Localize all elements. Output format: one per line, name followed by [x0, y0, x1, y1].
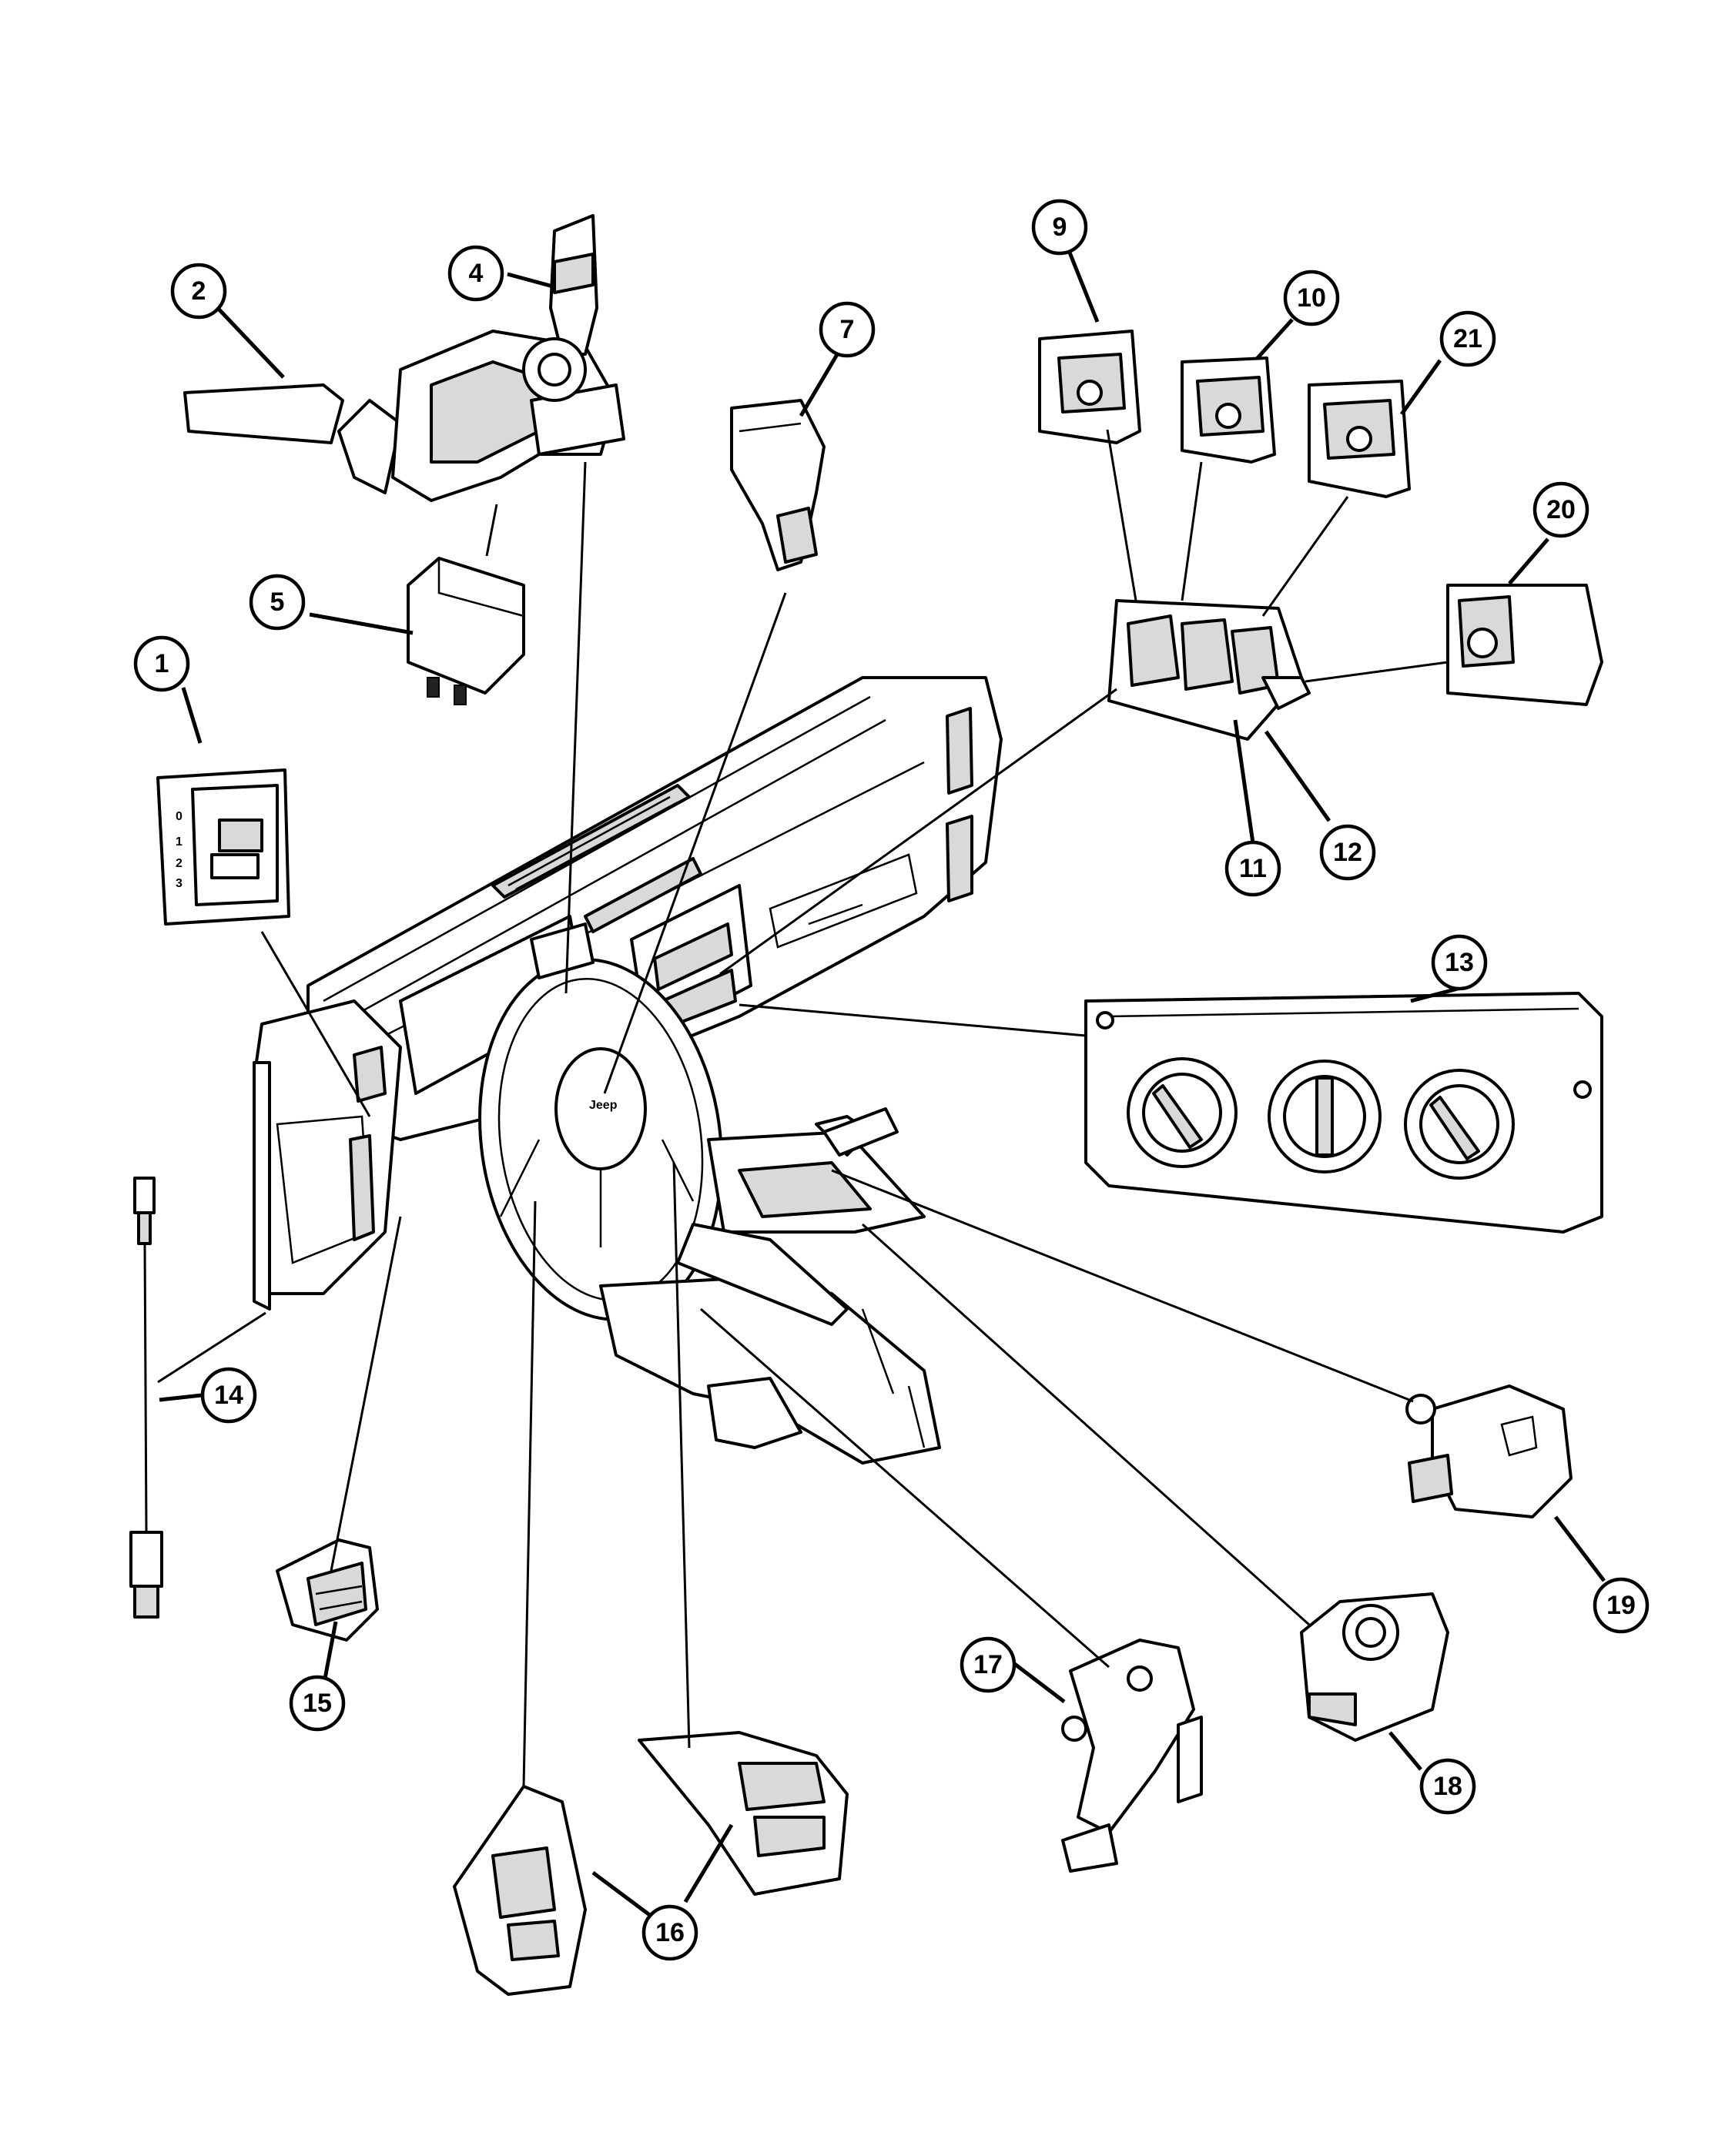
svg-text:4: 4 — [469, 259, 484, 288]
steering-wheel: Jeep — [478, 922, 723, 1321]
svg-text:10: 10 — [1297, 283, 1326, 313]
steering-logo: Jeep — [589, 1099, 618, 1112]
svg-text:20: 20 — [1546, 495, 1576, 524]
svg-text:18: 18 — [1433, 1772, 1462, 1801]
part-switch-9 — [1038, 330, 1141, 444]
callout-1: 1 — [133, 635, 190, 692]
part-steering-switch-right — [638, 1731, 849, 1896]
part-sensor-7 — [730, 399, 826, 571]
callout-16: 16 — [641, 1904, 698, 1961]
part-switch-21 — [1308, 380, 1411, 498]
callout-18: 18 — [1419, 1758, 1476, 1815]
svg-text:12: 12 — [1333, 838, 1362, 867]
callout-12: 12 — [1319, 824, 1376, 881]
svg-text:5: 5 — [270, 588, 285, 617]
svg-text:21: 21 — [1453, 324, 1482, 353]
callout-11: 11 — [1224, 840, 1281, 897]
svg-text:17: 17 — [973, 1650, 1003, 1679]
part-steering-switch-left — [453, 1785, 587, 1996]
callout-4: 4 — [447, 245, 504, 302]
svg-text:2: 2 — [192, 276, 206, 306]
part-switch-10 — [1181, 357, 1276, 464]
part-switch-bank — [1107, 599, 1311, 741]
callout-20: 20 — [1532, 481, 1589, 538]
callout-10: 10 — [1283, 270, 1340, 326]
part-heater-control — [1084, 992, 1603, 1234]
part-bracket — [1061, 1639, 1203, 1873]
part-switch-20 — [1446, 584, 1603, 706]
mark-3: 3 — [176, 877, 183, 890]
part-sensor-19 — [1405, 1384, 1573, 1518]
svg-text:7: 7 — [840, 315, 855, 344]
part-relay — [407, 557, 525, 705]
callout-15: 15 — [289, 1675, 346, 1732]
center-console — [599, 1115, 941, 1465]
part-multifunction-switch — [183, 214, 625, 502]
part-switch-15 — [276, 1538, 379, 1642]
callout-17: 17 — [960, 1636, 1017, 1693]
callout-21: 21 — [1439, 310, 1496, 367]
part-headlamp-switch: 0 1 2 3 — [156, 768, 290, 926]
svg-text:15: 15 — [303, 1689, 332, 1718]
leader-lines — [157, 244, 1606, 1918]
mark-0: 0 — [176, 810, 183, 823]
callout-2: 2 — [170, 263, 227, 320]
svg-text:11: 11 — [1239, 854, 1267, 883]
svg-text:1: 1 — [155, 649, 169, 678]
part-wire-harness — [129, 1177, 163, 1619]
svg-text:13: 13 — [1445, 948, 1474, 977]
callout-19: 19 — [1593, 1577, 1650, 1634]
callout-5: 5 — [249, 574, 306, 631]
svg-text:19: 19 — [1606, 1591, 1636, 1620]
callout-7: 7 — [819, 301, 876, 358]
callout-13: 13 — [1431, 934, 1488, 991]
shifter-knob — [822, 1107, 899, 1157]
mark-1: 1 — [176, 835, 183, 849]
callout-9: 9 — [1031, 199, 1088, 256]
svg-text:16: 16 — [655, 1918, 685, 1947]
callout-14: 14 — [200, 1367, 257, 1424]
mark-2: 2 — [176, 857, 183, 870]
part-ignition-switch — [1300, 1592, 1449, 1742]
svg-text:9: 9 — [1053, 213, 1067, 242]
svg-text:14: 14 — [214, 1381, 243, 1410]
